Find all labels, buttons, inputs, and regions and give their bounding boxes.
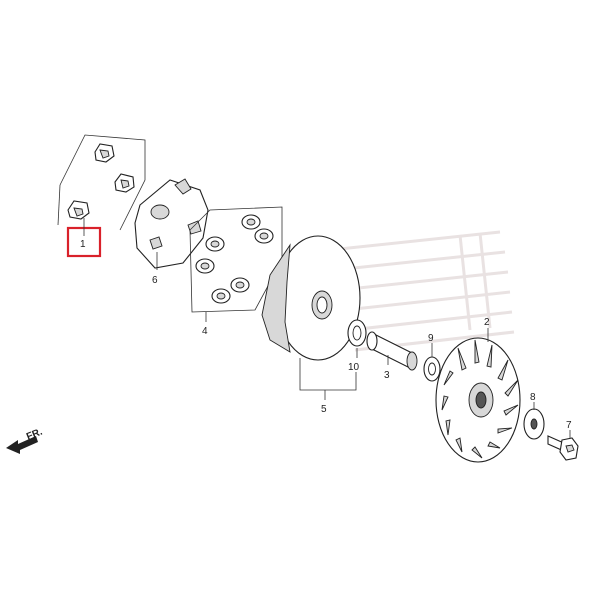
callout-5: 5: [321, 404, 327, 415]
movable-drive-face: [435, 337, 521, 463]
drive-face-pulley: [261, 235, 361, 361]
slider-piece-bottom: [67, 200, 90, 220]
washer-9: [423, 356, 441, 382]
callout-10: 10: [348, 362, 360, 373]
front-direction-arrow-icon: [6, 436, 38, 454]
collar-3: [366, 331, 418, 371]
slider-piece-top: [94, 143, 115, 163]
watermark-logo: [329, 230, 515, 352]
direction-label: FR.: [25, 426, 44, 442]
callout-9: 9: [428, 333, 434, 344]
bolt-7: [547, 435, 579, 461]
slider-piece-middle: [114, 173, 135, 193]
callout-7: 7: [566, 420, 572, 431]
callout-4: 4: [202, 326, 208, 337]
callout-1: 1: [80, 239, 86, 250]
roller-weights: [195, 214, 274, 304]
ramp-plate: [134, 178, 209, 269]
callout-8: 8: [530, 392, 536, 403]
washer-8: [523, 408, 545, 440]
callout-2: 2: [484, 317, 490, 328]
group-1-bracket: [57, 134, 146, 231]
washer-10: [347, 319, 367, 347]
callout-6: 6: [152, 275, 158, 286]
callout-3: 3: [384, 370, 390, 381]
